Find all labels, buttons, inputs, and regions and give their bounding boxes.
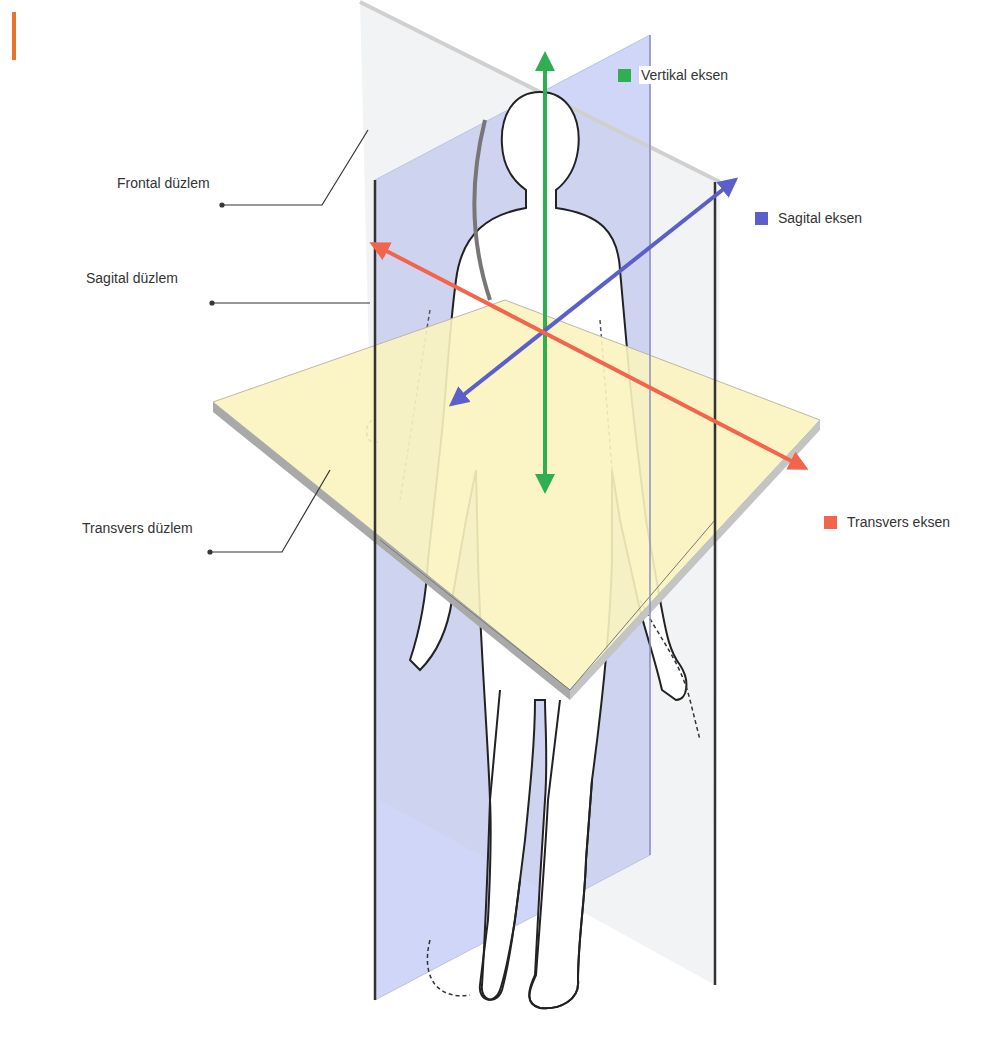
plane-label: Transvers düzlem [80,519,195,537]
legend-text: Vertikal eksen [639,66,730,84]
legend-swatch [824,516,837,529]
plane-intersection [380,540,570,690]
plane-frame [374,180,377,1000]
axis-legend-item: Transvers eksen [824,513,952,531]
transverse-plane [213,300,820,690]
axis-legend-item: Sagital eksen [755,209,864,227]
plane-label: Frontal düzlem [115,174,212,192]
legend-text: Sagital eksen [776,209,864,227]
plane-intersection [570,520,715,690]
leader-lines [208,130,370,554]
legend-text: Transvers eksen [845,513,952,531]
plane-frame [714,182,717,985]
transverse-axis [373,244,805,468]
transverse-plane-edge [570,420,820,700]
accent-bar [12,12,16,60]
legs-outline [482,690,592,1008]
legend-swatch [618,69,631,82]
plane-label: Sagital düzlem [84,269,180,287]
transverse-plane-edge [213,402,570,700]
sagittal-axis [452,180,735,404]
legend-swatch [755,212,768,225]
vertical-axis [543,55,547,490]
body-shadow [474,120,490,300]
plane-frame [649,35,651,855]
axis-legend-item: Vertikal eksen [618,66,730,84]
